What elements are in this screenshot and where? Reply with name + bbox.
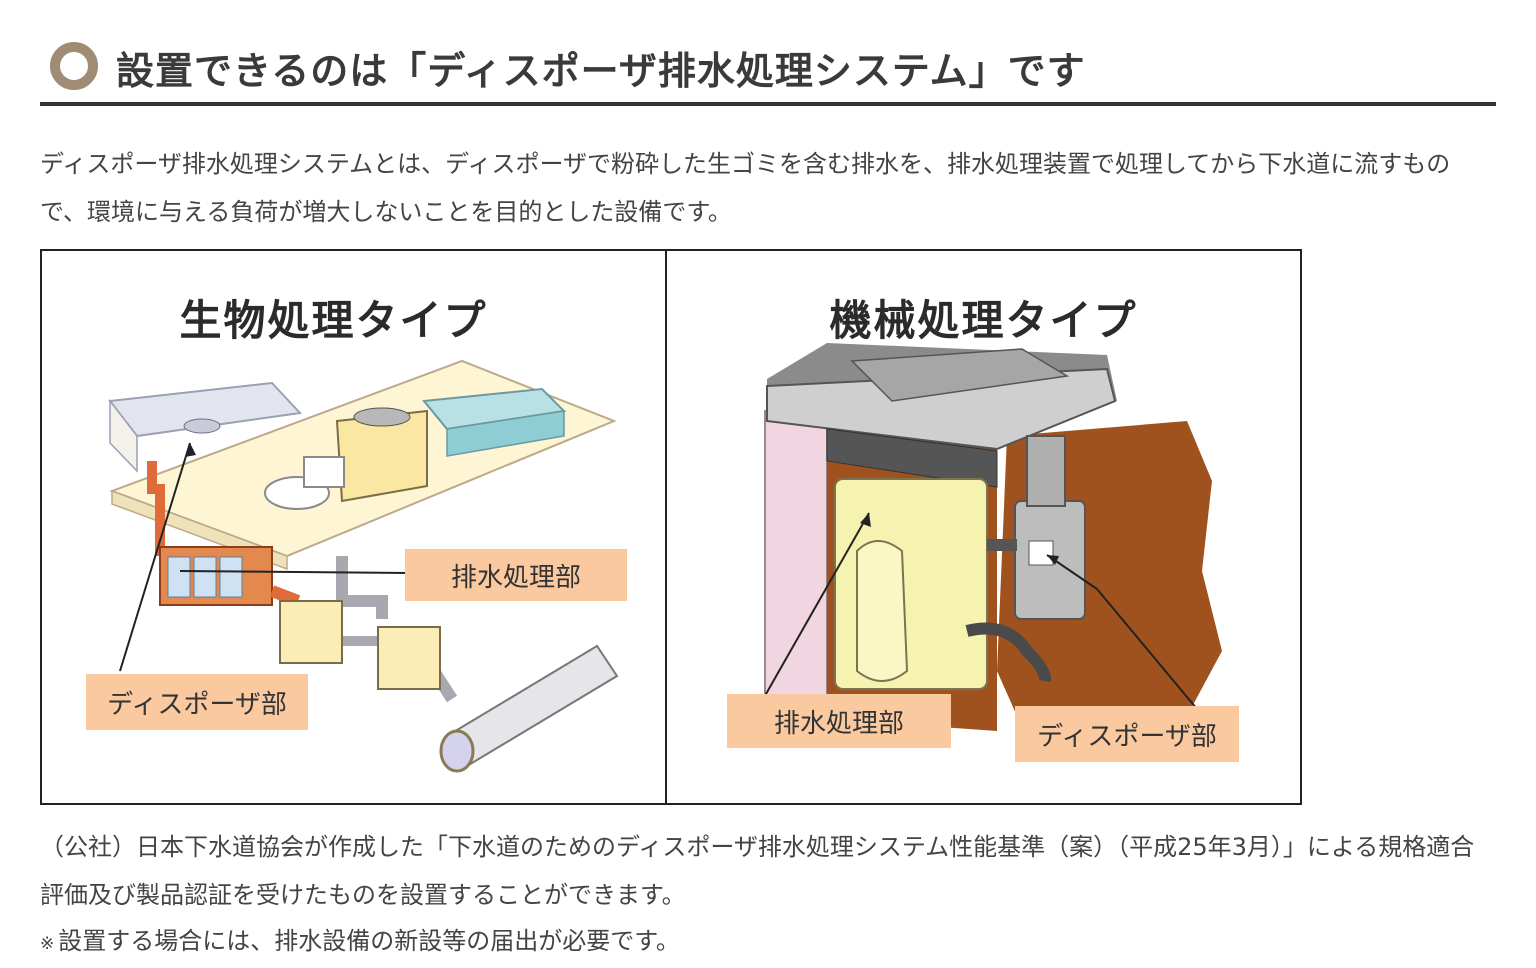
callout-treatment-section: 排水処理部 bbox=[727, 694, 951, 748]
section-heading: 設置できるのは「ディスポーザ排水処理システム」です bbox=[40, 28, 1496, 106]
mechanical-type-panel: 機械処理タイプ bbox=[667, 251, 1300, 803]
biological-type-title: 生物処理タイプ bbox=[179, 296, 488, 345]
mechanical-type-illustration bbox=[761, 343, 1222, 761]
mechanical-type-title: 機械処理タイプ bbox=[829, 296, 1138, 345]
biological-type-panel: 生物処理タイプ bbox=[42, 251, 665, 803]
intro-paragraph: ディスポーザ排水処理システムとは、ディスポーザで粉砕した生ゴミを含む排水を、排水… bbox=[40, 150, 1451, 226]
circle-icon bbox=[50, 42, 98, 90]
remark-text: 設置する場合には、排水設備の新設等の届出が必要です。 bbox=[58, 927, 680, 955]
certification-note: （公社）日本下水道協会が作成した「下水道のためのディスポーザ排水処理システム性能… bbox=[40, 833, 1475, 909]
figure-divider bbox=[665, 251, 667, 803]
callout-disposer-section: ディスポーザ部 bbox=[1015, 706, 1239, 762]
remark-line: ※設置する場合には、排水設備の新設等の届出が必要です。 bbox=[40, 918, 1496, 967]
section-title: 設置できるのは「ディスポーザ排水処理システム」です bbox=[116, 49, 1086, 93]
callout-disposer-section: ディスポーザ部 bbox=[86, 674, 308, 730]
callout-treatment-section: 排水処理部 bbox=[405, 549, 627, 601]
biological-type-illustration bbox=[108, 359, 619, 773]
remark-mark: ※ bbox=[40, 934, 55, 954]
system-diagram-figure: 生物処理タイプ bbox=[40, 249, 1302, 805]
